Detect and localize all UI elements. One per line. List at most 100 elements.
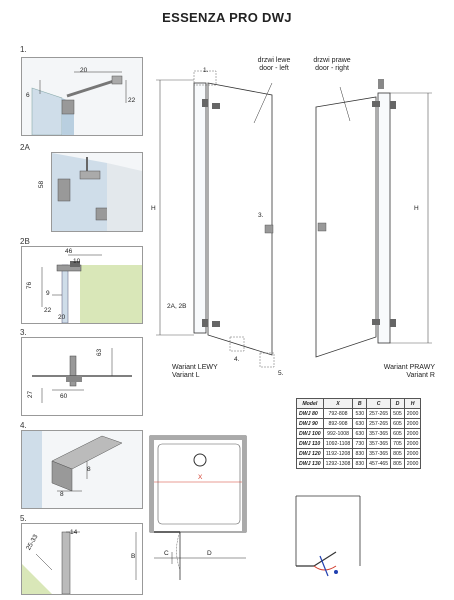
detail-2b-dim-22: 22: [44, 307, 52, 314]
spec-table-header-row: Model X B C D H: [296, 398, 422, 409]
table-cell: 992-1008: [322, 428, 354, 439]
table-cell: 605: [390, 428, 405, 439]
detail-3-dim-60: 60: [60, 393, 68, 400]
detail-2a-dim-58: 58: [38, 180, 46, 189]
table-cell: 2000: [403, 448, 422, 459]
table-cell: 1292-1308: [322, 458, 354, 469]
left-door-callout-3: 3.: [258, 212, 264, 219]
table-cell: 830: [352, 448, 368, 459]
detail-3-label: 3.: [20, 328, 27, 337]
detail-3-dim-27: 27: [27, 390, 35, 399]
table-cell: 2000: [403, 428, 422, 439]
detail-2b-dim-46: 46: [65, 248, 73, 255]
table-cell: 805: [390, 448, 405, 459]
plan-x-label: X: [198, 474, 203, 481]
detail-2b-dim-76: 76: [26, 281, 34, 290]
left-door-callout-5: 5.: [278, 370, 284, 377]
left-door-variant-pl: Wariant LEWY: [172, 364, 218, 371]
table-cell: 705: [390, 438, 405, 449]
detail-2a-image: [51, 152, 143, 232]
detail-2b-label: 2B: [20, 237, 30, 246]
spec-header-model: Model: [296, 398, 324, 409]
detail-2b-dim-20: 20: [58, 314, 66, 321]
table-cell: 730: [352, 438, 368, 449]
left-door-callout-2a2b: 2A, 2B: [167, 303, 187, 310]
table-cell: 830: [352, 458, 368, 469]
plan-d-label: D: [207, 550, 212, 557]
spec-header-c: C: [366, 398, 392, 409]
table-cell: 1092-1108: [322, 438, 354, 449]
table-cell: 630: [352, 418, 368, 429]
table-cell: 2000: [403, 438, 422, 449]
table-cell: 357-365: [366, 428, 392, 439]
left-door-drawing: [156, 70, 275, 368]
left-door-caption-en: door - left: [259, 65, 289, 72]
detail-2b-image: [21, 246, 143, 324]
spec-header-h: H: [403, 398, 422, 409]
table-cell: DWJ 110: [296, 438, 324, 449]
table-cell: 630: [352, 428, 368, 439]
detail-5-dim-14: 14: [70, 529, 78, 536]
left-door-caption: drzwi lewe door - left: [244, 57, 304, 73]
table-cell: 357-365: [366, 448, 392, 459]
table-cell: 257-265: [366, 418, 392, 429]
left-door-callout-4: 4.: [234, 356, 240, 363]
plan-b-label: B: [131, 553, 136, 560]
detail-1-dim-6: 6: [26, 92, 30, 99]
detail-3-image: [21, 337, 143, 416]
spec-header-b: B: [352, 398, 368, 409]
table-cell: 2000: [403, 458, 422, 469]
table-cell: 805: [390, 458, 405, 469]
detail-4-image: [21, 430, 143, 509]
right-door-caption: drzwi prawe door - right: [302, 57, 362, 73]
plan-variant-drawing: [295, 495, 361, 577]
detail-1-dim-22: 22: [128, 97, 136, 104]
detail-4-label: 4.: [20, 421, 27, 430]
detail-5-image: [21, 523, 143, 595]
table-cell: 505: [390, 408, 405, 419]
table-cell: 605: [390, 418, 405, 429]
table-cell: 2000: [403, 408, 422, 419]
left-door-variant: Wariant LEWY Variant L: [172, 364, 218, 380]
detail-1-dim-20: 20: [80, 67, 88, 74]
table-cell: 257-265: [366, 408, 392, 419]
detail-2b-dim-9: 9: [46, 290, 50, 297]
right-door-variant-en: Variant R: [406, 372, 435, 379]
table-cell: 2000: [403, 418, 422, 429]
page-title: ESSENZA PRO DWJ: [162, 10, 292, 25]
plan-view-drawing: [135, 435, 247, 580]
table-cell: DWJ 90: [296, 418, 324, 429]
table-cell: DWJ 120: [296, 448, 324, 459]
detail-5-label: 5.: [20, 514, 27, 523]
left-door-variant-en: Variant L: [172, 372, 200, 379]
detail-2b-dim-10: 10: [73, 258, 81, 265]
table-cell: 792-808: [322, 408, 354, 419]
table-cell: 530: [352, 408, 368, 419]
right-door-caption-en: door - right: [315, 65, 349, 72]
left-door-h-label: H: [151, 205, 156, 212]
detail-4-dim-8b: 8: [60, 491, 64, 498]
table-cell: 892-908: [322, 418, 354, 429]
detail-2a-label: 2A: [20, 143, 30, 152]
table-cell: DWJ 100: [296, 428, 324, 439]
table-cell: DWJ 130: [296, 458, 324, 469]
right-door-variant: Wariant PRAWY Variant R: [365, 364, 435, 380]
right-door-h-label: H: [414, 205, 419, 212]
right-door-drawing: [315, 79, 432, 358]
plan-c-label: C: [164, 550, 169, 557]
right-door-caption-pl: drzwi prawe: [313, 57, 351, 64]
spec-header-x: X: [322, 398, 354, 409]
table-cell: 357-365: [366, 438, 392, 449]
spec-header-d: D: [390, 398, 405, 409]
table-cell: DWJ 80: [296, 408, 324, 419]
left-door-callout-1: 1.: [203, 67, 209, 74]
table-cell: 1192-1208: [322, 448, 354, 459]
detail-1-label: 1.: [20, 45, 27, 54]
